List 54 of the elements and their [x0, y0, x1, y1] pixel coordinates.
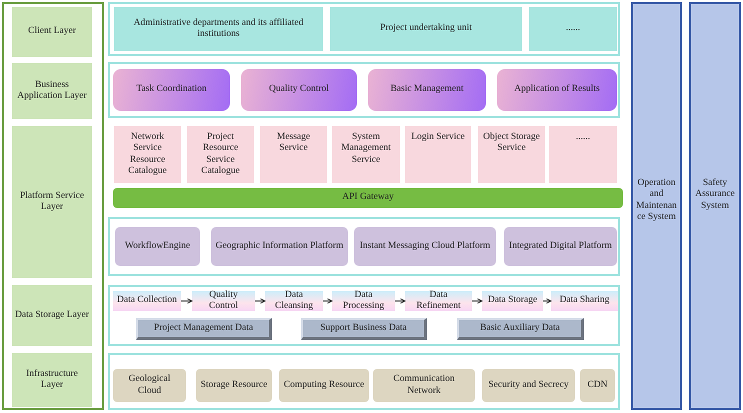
layer-label: Platform Service Layer [12, 126, 92, 278]
service-tile: System Management Service [332, 126, 400, 183]
resource-tile: Storage Resource [196, 369, 272, 402]
process-step: Data Cleansing [265, 291, 323, 311]
resource-tile: Security and Secrecy [482, 369, 575, 402]
process-step: Data Collection [113, 291, 181, 311]
process-step: Data Sharing [551, 291, 618, 311]
layer-band [108, 62, 620, 118]
resource-tile: Computing Resource [279, 369, 369, 402]
service-tile: Project Resource Service Catalogue [187, 126, 254, 183]
data-tile: Support Business Data [301, 318, 427, 340]
process-step: Data Storage [482, 291, 543, 311]
arrow [254, 298, 266, 304]
client-tile: Project undertaking unit [330, 7, 522, 51]
system-column: Safety Assurance System [689, 2, 741, 410]
process-step: Data Processing [332, 291, 395, 311]
platform-tile: Integrated Digital Platform [504, 227, 617, 266]
layer-label: Client Layer [12, 7, 92, 57]
arrow [180, 298, 192, 304]
gateway-bar: API Gateway [113, 188, 623, 208]
arrow [322, 298, 332, 304]
arrow [542, 298, 552, 304]
business-tile: Quality Control [241, 69, 357, 111]
process-step: Quality Control [192, 291, 255, 311]
client-tile: Administrative departments and its affiliated institutions [114, 7, 323, 51]
system-column: Operation and Maintenance System [631, 2, 682, 410]
layer-label: Business Application Layer [12, 63, 92, 119]
arrow [472, 298, 482, 304]
layer-band [108, 353, 620, 410]
layer-band [108, 217, 620, 276]
client-tile: ...... [529, 7, 617, 51]
resource-tile: Communication Network [373, 369, 475, 402]
service-tile: Message Service [260, 126, 327, 183]
resource-tile: Geological Cloud [113, 369, 186, 402]
resource-tile: CDN [580, 369, 615, 402]
platform-tile: WorkflowEngine [115, 227, 200, 266]
layer-panel [2, 2, 104, 410]
service-tile: Object Storage Service [478, 126, 545, 183]
layer-band [108, 2, 620, 56]
business-tile: Application of Results [497, 69, 617, 111]
arrow [394, 298, 406, 304]
service-tile: Login Service [405, 126, 471, 183]
layer-label: Infrastructure Layer [12, 353, 92, 407]
platform-tile: Geographic Information Platform [211, 227, 348, 266]
layer-band [108, 285, 620, 346]
service-tile: Network Service Resource Catalogue [114, 126, 181, 183]
data-tile: Basic Auxiliary Data [457, 318, 584, 340]
business-tile: Task Coordination [113, 69, 230, 111]
process-step: Data Refinement [405, 291, 472, 311]
layer-label: Data Storage Layer [12, 285, 92, 346]
data-tile: Project Management Data [136, 318, 272, 340]
service-tile: ...... [549, 126, 617, 183]
platform-tile: Instant Messaging Cloud Platform [354, 227, 496, 266]
business-tile: Basic Management [368, 69, 486, 111]
